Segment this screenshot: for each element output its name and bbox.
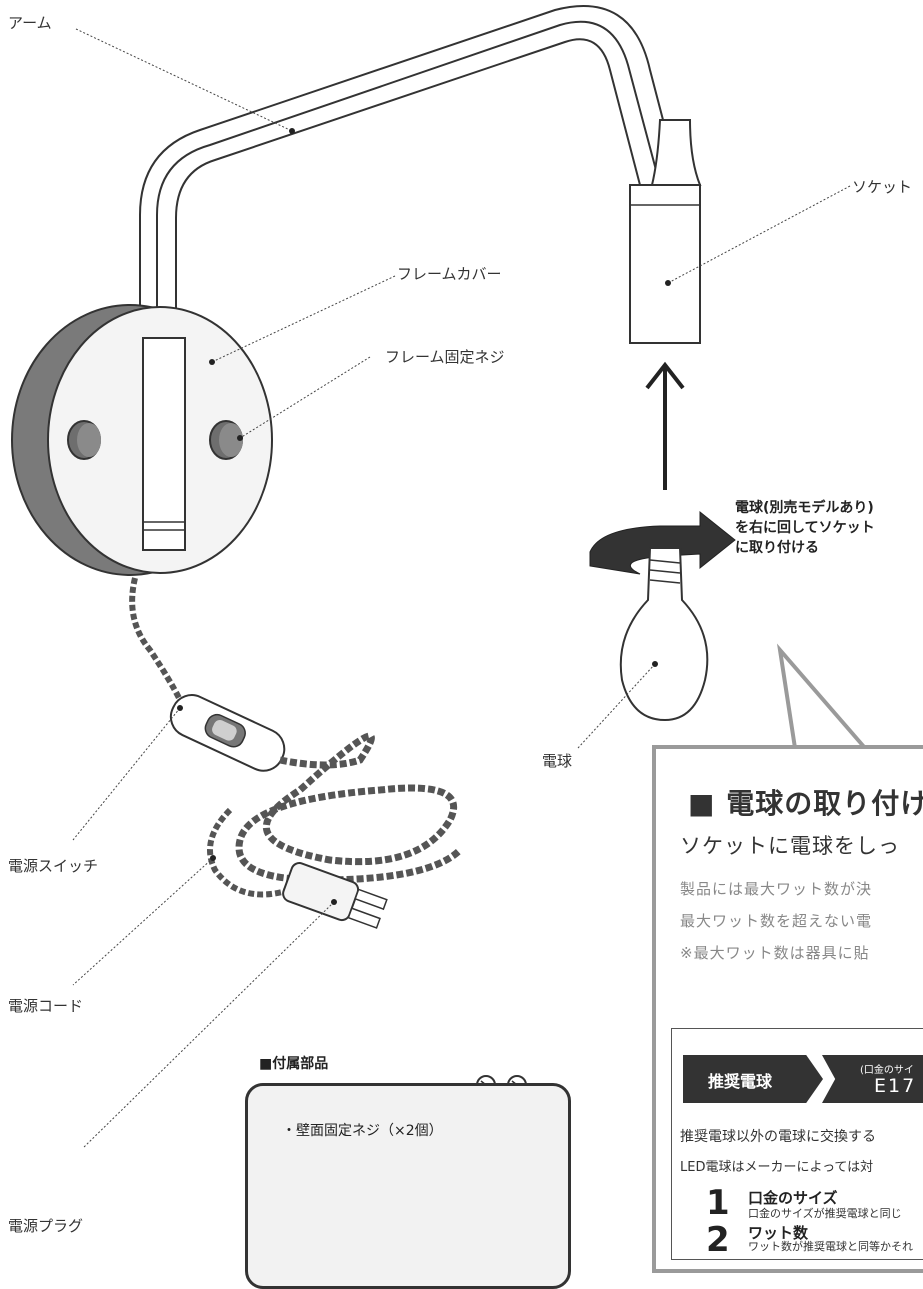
item-2-title: ワット数 <box>748 1224 809 1242</box>
instruction-line-3: に取り付ける <box>735 540 819 556</box>
lamp-illustration <box>11 5 867 1149</box>
accessory-item: ・壁面固定ネジ（×2個） <box>282 1123 443 1139</box>
size-chip-small: (口金のサイ <box>860 1065 914 1076</box>
item-1-number: 1 <box>706 1183 730 1223</box>
socket-shape <box>650 119 702 186</box>
accessories-title: ■付属部品 <box>259 1056 329 1072</box>
recommended-chip-label: 推奨電球 <box>708 1072 773 1091</box>
recommended-chip: 推奨電球 <box>683 1055 823 1103</box>
label-power-cord: 電源コード <box>8 997 84 1015</box>
accessories-box <box>245 1083 571 1289</box>
size-chip-value: E17 <box>874 1075 917 1097</box>
power-switch-shape <box>169 694 286 772</box>
install-instruction: 電球(別売モデルあり) を右に回してソケット に取り付ける <box>735 498 875 558</box>
label-frame-cover: フレームカバー <box>397 265 502 283</box>
body-line-2: 最大ワット数を超えない電 <box>680 912 873 930</box>
body-line-1: 製品には最大ワット数が決 <box>680 880 873 898</box>
bulb-install-callout <box>652 745 923 1273</box>
item-2-desc: ワット数が推奨電球と同等かそれ <box>748 1240 913 1253</box>
section-subheading: ソケットに電球をしっ <box>680 834 900 858</box>
rec-note-2: LED電球はメーカーによっては対 <box>680 1160 874 1175</box>
body-line-3: ※最大ワット数は器具に貼 <box>680 944 870 962</box>
frame-cover-shape <box>142 337 186 551</box>
section-heading: ■ 電球の取り付け <box>688 787 923 820</box>
item-1-title: 口金のサイズ <box>748 1189 838 1207</box>
item-1-desc: 口金のサイズが推奨電球と同じ <box>748 1207 902 1220</box>
label-bulb: 電球 <box>542 752 573 770</box>
item-2-number: 2 <box>706 1220 730 1260</box>
label-power-switch: 電源スイッチ <box>8 857 99 875</box>
bulb-shape <box>619 547 709 722</box>
arm-shape <box>139 5 682 313</box>
size-chip: (口金のサイ E17 <box>822 1055 923 1103</box>
label-arm: アーム <box>8 14 52 32</box>
instruction-line-2: を右に回してソケット <box>735 520 875 536</box>
label-power-plug: 電源プラグ <box>8 1217 84 1235</box>
label-socket: ソケット <box>852 178 913 196</box>
rec-note-1: 推奨電球以外の電球に交換する <box>680 1129 876 1145</box>
power-plug-shape <box>282 862 388 929</box>
instruction-line-1: 電球(別売モデルあり) <box>735 500 874 516</box>
label-frame-screw: フレーム固定ネジ <box>385 348 505 366</box>
